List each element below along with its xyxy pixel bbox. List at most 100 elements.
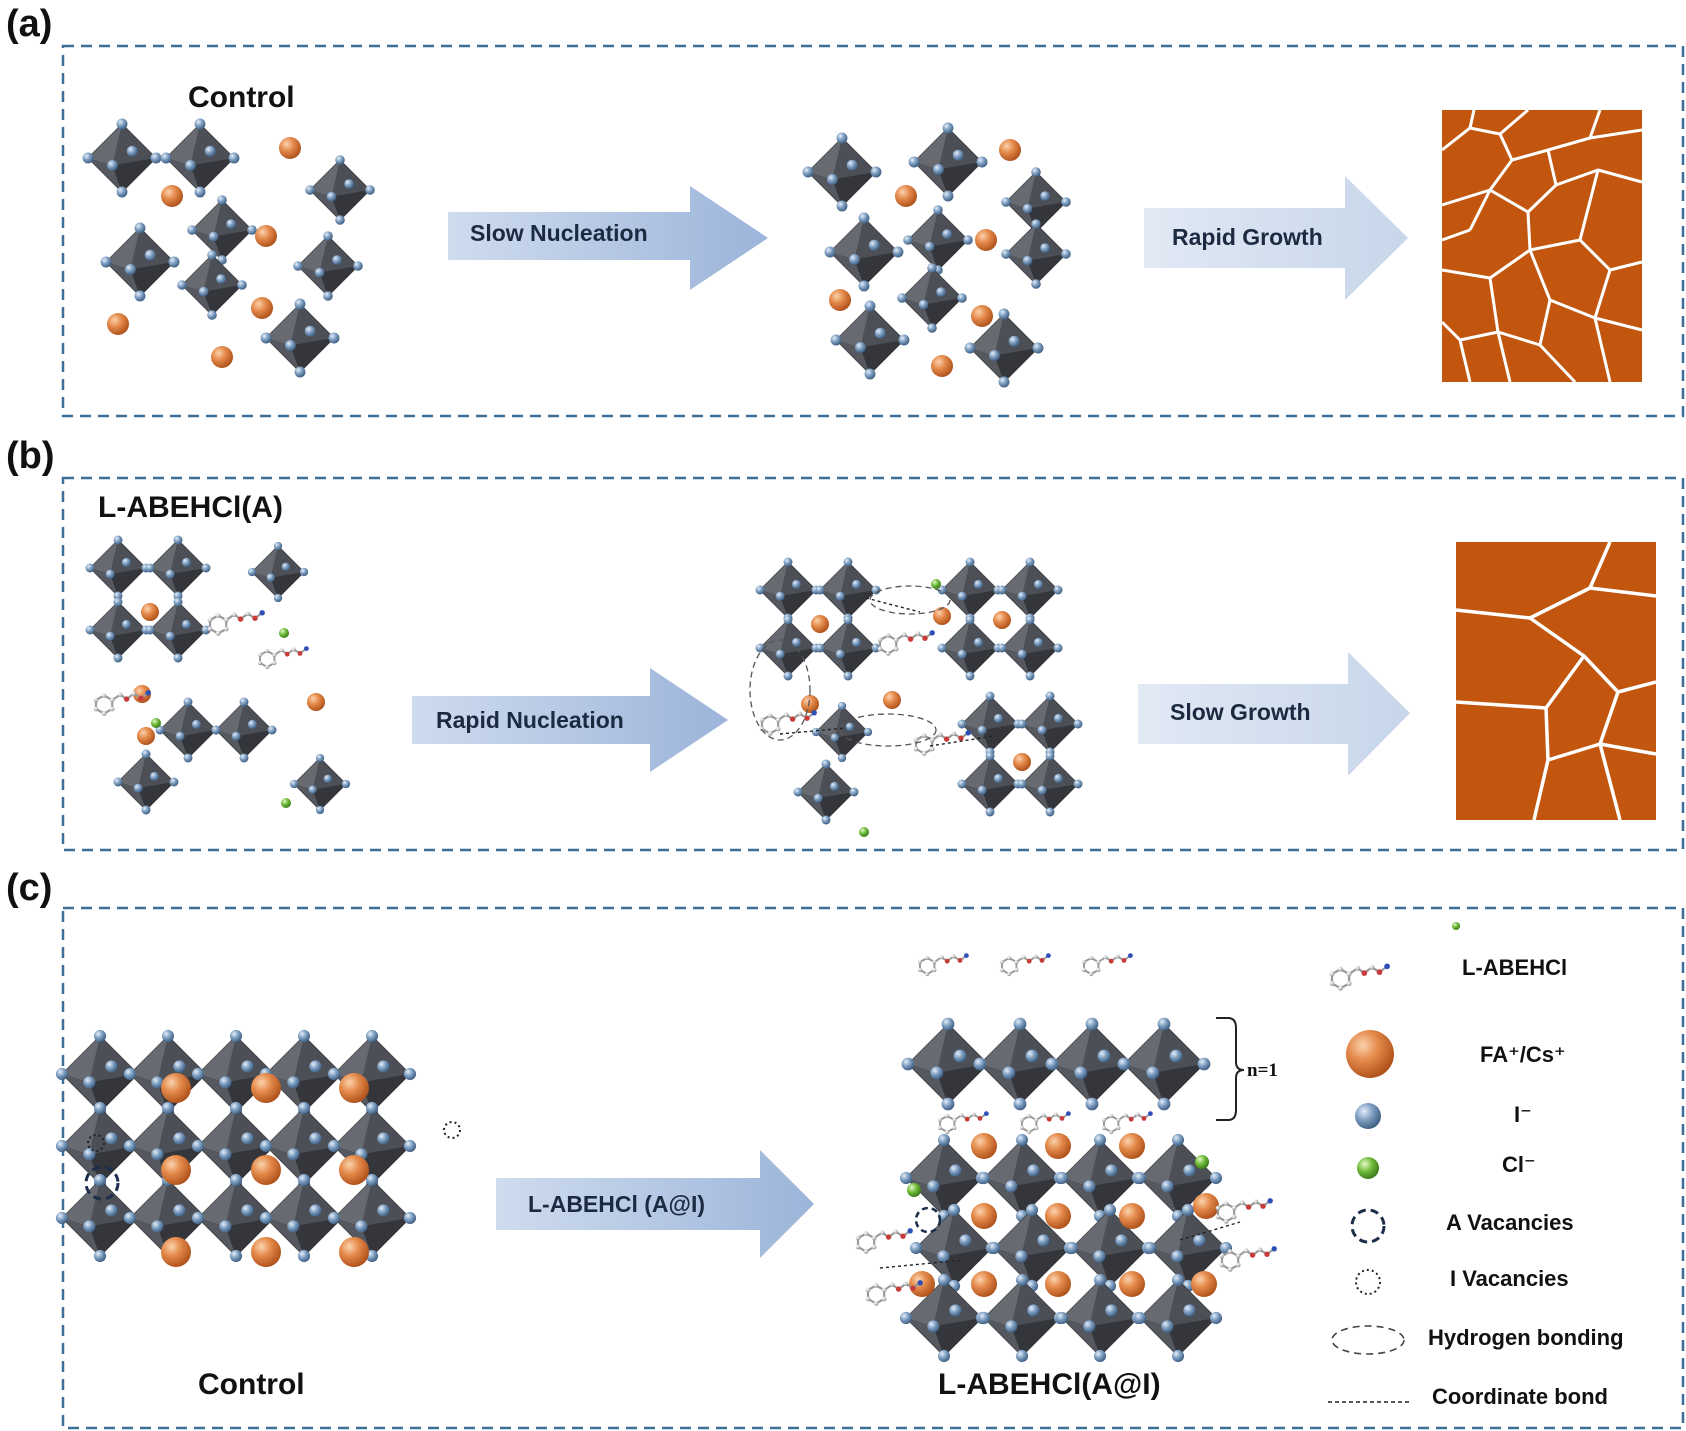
iodide-ion [1045,691,1055,701]
iodide-ion [973,637,983,647]
iodide-ion [871,585,881,595]
iodide-ion [323,291,333,301]
cation-sphere [971,1271,997,1297]
iodide-ion [201,563,211,573]
iodide-ion [1183,1304,1196,1317]
cation-sphere [251,1237,281,1267]
octahedron [937,615,1003,681]
iodide-ion [82,152,94,164]
cation-sphere [811,615,829,633]
iodide-ion [151,1076,164,1089]
iodide-ion [845,722,854,731]
layer-label: n=1 [1247,1060,1278,1081]
l-abehcl-molecule [759,710,817,736]
iodide-ion [297,1249,311,1263]
iodide-ion [1017,779,1027,789]
cation-sphere [161,1073,191,1103]
iodide-ion [309,1204,322,1217]
iodide-ion [105,569,115,579]
layer-bracket: n=1 [1216,1017,1278,1121]
iodide-ion [942,229,952,239]
l-abehcl-molecule [865,1280,923,1306]
iodide-ion [141,805,151,815]
iodide-ion [239,697,249,707]
iodide-ion [965,671,975,681]
octahedron [903,205,973,275]
legend-chloride-icon [1357,1157,1379,1179]
octahedron [247,541,309,603]
octahedron [937,557,1003,623]
iodide-ion [259,1211,273,1225]
iodide-ion [1209,1311,1223,1325]
iodide-ion [1025,1203,1039,1217]
iodide-ion [1157,1097,1171,1111]
iodide-ion [1053,713,1063,723]
cation-sphere [339,1237,369,1267]
iodide-ion [116,186,128,198]
iodide-ion [198,286,209,297]
a-vacancy [84,1165,120,1201]
iodide-ion [903,235,913,245]
iodide-ion [125,264,136,275]
iodide-ion [937,1273,951,1287]
iodide-ion [1074,1066,1088,1080]
iodide-ion [1017,719,1027,729]
iodide-ion [930,1066,944,1080]
iodide-ion [1025,671,1035,681]
iodide-ion [1031,167,1041,177]
octahedron [897,263,967,333]
iodide-ion [783,615,793,625]
coordinate-bond [929,735,995,747]
iodide-ion [241,1132,254,1145]
octahedron [123,1173,213,1263]
iodide-ion [901,1057,915,1071]
octahedron [802,132,882,212]
cation-sphere [933,607,951,625]
iodide-ion [365,185,375,195]
iodide-ion [241,1204,254,1217]
iodide-ion [208,231,219,242]
iodide-ion [793,787,803,797]
iodide-ion [874,327,886,339]
iodide-ion [783,557,793,567]
octahedron [327,1029,417,1119]
octahedron [997,557,1063,623]
iodide-ion [1045,751,1055,761]
iodide-ion [55,1211,69,1225]
iodide-ion [1002,1066,1016,1080]
iodide-ion [1017,649,1027,659]
iodide-ion [1093,1250,1106,1263]
iodide-ion [858,280,870,292]
iodide-ion [965,615,975,625]
iodide-ion [123,1139,137,1153]
iodide-ion [924,241,935,252]
iodide-ion [837,753,847,763]
iodide-ion [403,1067,417,1081]
iodide-ion [863,727,873,737]
coordinate-bond [779,727,847,735]
chloride-ion [279,628,289,638]
iodide-ion [811,727,821,737]
iodide-ion [377,1204,390,1217]
cation-sphere [1045,1271,1071,1297]
chloride-ion [931,579,941,589]
iodide-ion [1209,1171,1223,1185]
chloride-ion [907,1183,921,1197]
octahedron [85,535,151,601]
panel-a-frame [61,44,1685,418]
legend-label-a-vacancy: A Vacancies [1446,1210,1574,1235]
iodide-ion [963,235,973,245]
iodide-ion [145,625,155,635]
iodide-ion [821,815,831,825]
l-abehcl-molecule [93,690,151,716]
iodide-ion [173,597,183,607]
coordinate-bond [1179,1221,1241,1241]
iodide-ion [937,643,947,653]
iodide-ion [964,342,976,354]
iodide-ion [173,1132,186,1145]
i-vacancy [87,1134,105,1152]
iodide-ion [827,174,838,185]
iodide-ion [998,376,1010,388]
iodide-ion [1181,1203,1195,1217]
